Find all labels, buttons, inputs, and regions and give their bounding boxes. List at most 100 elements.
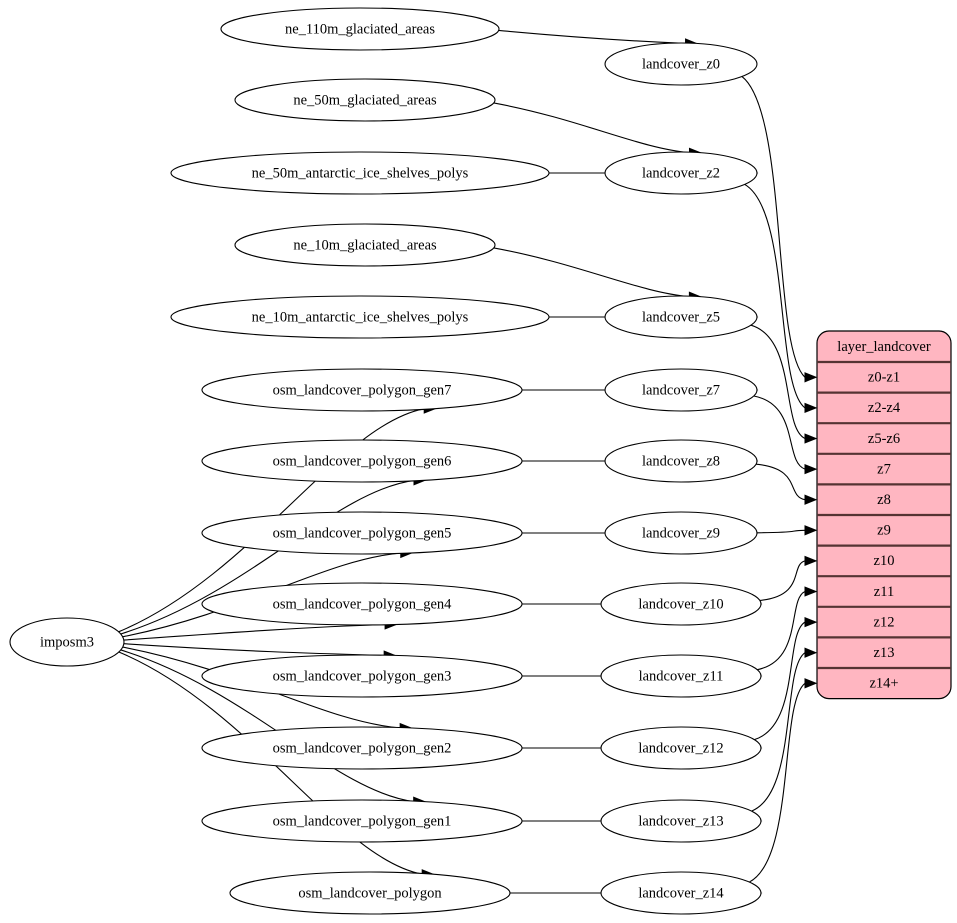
node-label: imposm3 [40,634,94,650]
node-label: landcover_z9 [642,525,720,541]
node-landcover_z2[interactable]: landcover_z2 [604,151,758,195]
node-label: landcover_z8 [642,453,720,469]
node-ne_10m_glaciated_areas[interactable]: ne_10m_glaciated_areas [234,223,496,267]
landcover-node-ellipse [600,582,762,626]
node-label: landcover_z0 [642,56,720,72]
node-label: landcover_z13 [638,813,723,829]
arrow-head [804,494,818,505]
table-title: layer_landcover [837,339,931,355]
node-osm_landcover_polygon_gen6[interactable]: osm_landcover_polygon_gen6 [201,439,523,483]
node-ne_10m_antarctic_ice_shelves_polys[interactable]: ne_10m_antarctic_ice_shelves_polys [170,295,550,339]
edge-landcover_z10-to-layer_landcover:z10 [759,560,806,602]
edge-landcover_z0-to-layer_landcover:z0-z1 [741,76,806,378]
landcover-node-ellipse [604,42,758,86]
table-row-z0-z1[interactable]: z0-z1 [868,370,900,386]
node-label: osm_landcover_polygon_gen4 [273,596,453,612]
node-landcover_z12[interactable]: landcover_z12 [600,726,762,770]
node-osm_landcover_polygon_gen3[interactable]: osm_landcover_polygon_gen3 [201,654,523,698]
ne-source-node-ellipse [234,78,496,122]
node-osm_landcover_polygon_gen5[interactable]: osm_landcover_polygon_gen5 [201,511,523,555]
landcover-node-ellipse [604,151,758,195]
node-label: landcover_z5 [642,309,720,325]
node-label: landcover_z11 [639,668,724,684]
table-row-z10[interactable]: z10 [874,553,895,569]
node-osm_landcover_polygon[interactable]: osm_landcover_polygon [229,871,511,915]
edge-ne_50m_glaciated_areas-to-landcover_z2 [493,102,691,154]
node-osm_landcover_polygon_gen2[interactable]: osm_landcover_polygon_gen2 [201,726,523,770]
node-landcover_z14[interactable]: landcover_z14 [600,871,762,915]
edge-imposm3-to-osm_landcover_polygon [118,651,423,875]
node-landcover_z11[interactable]: landcover_z11 [600,654,762,698]
arrow-head [804,525,818,536]
edge-landcover_z12-to-layer_landcover:z12 [754,621,806,741]
ne-source-node-ellipse [220,7,500,51]
edge-landcover_z11-to-layer_landcover:z11 [757,590,806,671]
node-label: osm_landcover_polygon_gen2 [273,740,452,756]
landcover-node-ellipse [604,295,758,339]
osm-source-node-ellipse [201,511,523,555]
arrow-head [804,372,818,383]
table-row-z2-z4[interactable]: z2-z4 [868,400,901,416]
node-landcover_z7[interactable]: landcover_z7 [604,368,758,412]
table-row-z7[interactable]: z7 [877,461,891,477]
edge-landcover_z8-to-layer_landcover:z8 [756,463,806,501]
node-ne_50m_glaciated_areas[interactable]: ne_50m_glaciated_areas [234,78,496,122]
node-label: landcover_z10 [638,596,723,612]
source-node-ellipse [9,617,125,667]
arrow-head [804,678,818,689]
node-label: landcover_z12 [638,740,723,756]
node-imposm3[interactable]: imposm3 [9,617,125,667]
edge-landcover_z14-to-layer_landcover:z14+ [749,682,806,883]
table-row-z9[interactable]: z9 [877,523,891,539]
table-row-z13[interactable]: z13 [874,645,895,661]
table-row-z8[interactable]: z8 [877,492,891,508]
layer-landcover-table: layer_landcover z0-z1 z2-z4 z5-z6 z7 z8 z9 z10 z… [816,330,952,700]
landcover-node-ellipse [600,871,762,915]
node-landcover_z10[interactable]: landcover_z10 [600,582,762,626]
node-osm_landcover_polygon_gen1[interactable]: osm_landcover_polygon_gen1 [201,799,523,843]
node-landcover_z8[interactable]: landcover_z8 [604,439,758,483]
node-ne_50m_antarctic_ice_shelves_polys[interactable]: ne_50m_antarctic_ice_shelves_polys [170,151,550,195]
edge-landcover_z7-to-layer_landcover:z7 [753,395,806,470]
ne-source-node-ellipse [234,223,496,267]
landcover-node-ellipse [604,439,758,483]
node-osm_landcover_polygon_gen7[interactable]: osm_landcover_polygon_gen7 [201,368,523,412]
osm-source-node-ellipse [201,726,523,770]
landcover-node-ellipse [600,726,762,770]
node-landcover_z9[interactable]: landcover_z9 [604,511,758,555]
node-label: landcover_z14 [638,885,724,901]
edge-ne_110m_glaciated_areas-to-landcover_z0 [498,29,687,44]
osm-source-node-ellipse [201,654,523,698]
landcover-node-ellipse [600,799,762,843]
node-landcover_z13[interactable]: landcover_z13 [600,799,762,843]
node-label: osm_landcover_polygon_gen3 [273,668,452,684]
node-ne_110m_glaciated_areas[interactable]: ne_110m_glaciated_areas [220,7,500,51]
node-label: ne_10m_antarctic_ice_shelves_polys [252,309,469,325]
node-label: osm_landcover_polygon_gen6 [273,453,452,469]
edge-imposm3-to-osm_landcover_polygon_gen7 [118,408,425,633]
edge-landcover_z13-to-layer_landcover:z13 [751,652,806,812]
node-landcover_z0[interactable]: landcover_z0 [604,42,758,86]
node-label: landcover_z2 [642,165,720,181]
table-row-z11[interactable]: z11 [874,584,894,600]
table-row-z14+[interactable]: z14+ [869,676,898,692]
arrow-head [804,586,818,597]
landcover-node-ellipse [600,654,762,698]
table-row-z5-z6[interactable]: z5-z6 [868,431,900,447]
node-landcover_z5[interactable]: landcover_z5 [604,295,758,339]
landcover-node-ellipse [604,511,758,555]
node-label: osm_landcover_polygon_gen7 [273,382,452,398]
osm-source-node-ellipse [201,439,523,483]
table-row-z12[interactable]: z12 [874,614,895,630]
osm-source-node-ellipse [201,368,523,412]
arrow-head [804,616,818,628]
edge-landcover_z9-to-layer_landcover:z9 [756,529,806,534]
node-osm_landcover_polygon_gen4[interactable]: osm_landcover_polygon_gen4 [201,582,523,626]
ne-source-node-ellipse [170,151,550,195]
node-label: landcover_z7 [642,382,720,398]
nodes-layer: imposm3 ne_110m_glaciated_areas ne_50m_gla… [9,7,762,915]
node-label: ne_50m_antarctic_ice_shelves_polys [252,165,469,181]
node-label: osm_landcover_polygon_gen1 [273,813,452,829]
